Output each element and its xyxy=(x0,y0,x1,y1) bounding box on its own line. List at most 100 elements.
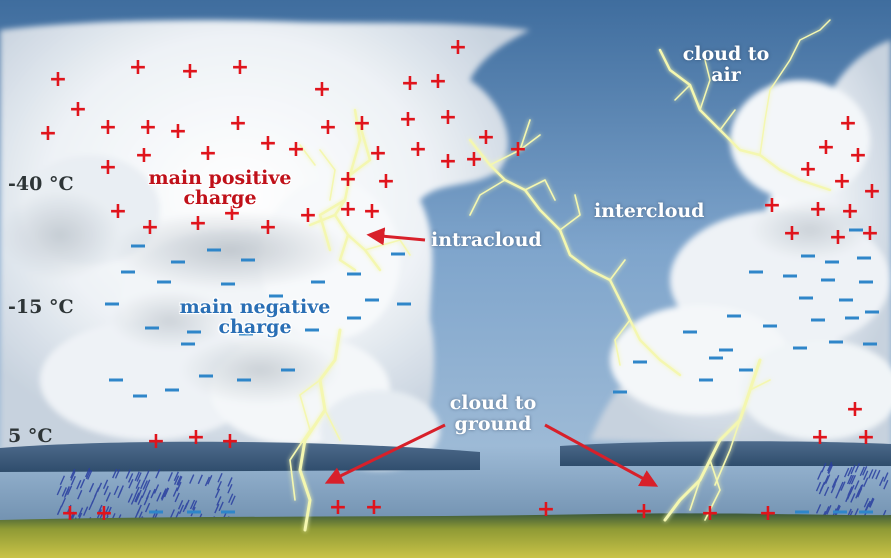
right-cloud-base xyxy=(560,441,891,466)
cloud-to-air-label-line2: air xyxy=(711,64,741,86)
positive-charge-symbol: + xyxy=(509,137,527,162)
rain-streak xyxy=(83,506,89,516)
rain-streak xyxy=(825,474,831,484)
cloud-to-air-lightning xyxy=(658,48,832,192)
negative-charge-symbol xyxy=(347,272,361,276)
positive-charge-symbol: + xyxy=(763,193,781,218)
rain-streak xyxy=(875,469,881,480)
positive-charge-symbol: + xyxy=(139,115,157,140)
negative-charge-symbol xyxy=(391,252,405,256)
negative-charge-symbol xyxy=(171,260,185,264)
negative-charge-symbol xyxy=(829,340,843,344)
rain-streak xyxy=(204,476,211,487)
negative-charge-symbol xyxy=(145,326,159,330)
rain-streak xyxy=(862,466,868,476)
negative-charge-symbol xyxy=(613,390,627,394)
negative-charge-symbol xyxy=(811,318,825,322)
positive-charge-symbol: + xyxy=(377,169,395,194)
rain-streak xyxy=(136,472,142,482)
positive-charge-symbol: + xyxy=(799,157,817,182)
negative-charge-symbol xyxy=(719,348,733,352)
negative-charge-symbol xyxy=(633,360,647,364)
temperature-label-minus-15: -15 °C xyxy=(8,296,74,318)
positive-charge-symbol: + xyxy=(829,225,847,250)
rain-streak xyxy=(834,474,840,485)
negative-charge-symbol xyxy=(863,342,877,346)
cloud-to-ground-lightning-right xyxy=(663,358,762,522)
positive-charge-symbol: + xyxy=(701,501,719,526)
rain-streak xyxy=(830,483,836,494)
rain-streak xyxy=(854,480,860,490)
rain-streak xyxy=(826,504,832,515)
rain-streak xyxy=(163,487,170,498)
negative-charge-symbol xyxy=(199,374,213,378)
rain-streak xyxy=(844,467,850,478)
positive-charge-symbol: + xyxy=(329,495,347,520)
rain-streak xyxy=(127,493,134,503)
negative-charge-symbol xyxy=(187,510,201,514)
main-positive-charge-label-line1: main positive xyxy=(148,167,292,189)
rain-streak xyxy=(207,474,213,485)
rain-streak xyxy=(827,463,833,474)
positive-charge-symbol: + xyxy=(61,501,79,526)
rain-streak xyxy=(84,467,91,478)
positive-charge-symbol: + xyxy=(99,115,117,140)
rain-streak xyxy=(70,468,76,479)
positive-charge-symbol: + xyxy=(861,221,879,246)
negative-charge-symbol xyxy=(793,346,807,350)
rain-streak xyxy=(127,473,134,483)
main-positive-charge-label-line2: charge xyxy=(183,187,257,209)
rain-streak xyxy=(849,484,855,495)
cloud-to-air-label: cloud to air xyxy=(676,44,776,86)
rain-streak xyxy=(176,481,182,492)
negative-charge-symbol xyxy=(221,510,235,514)
negative-charge-symbol xyxy=(821,278,835,282)
rain-streak xyxy=(850,474,857,485)
positive-charge-symbol: + xyxy=(69,97,87,122)
rain-streak xyxy=(847,466,853,477)
positive-charge-symbol: + xyxy=(849,143,867,168)
rain-streak xyxy=(228,493,234,504)
rain-streak xyxy=(59,475,66,486)
rain-streak xyxy=(130,495,137,505)
rain-streak xyxy=(173,471,179,482)
negative-charge-symbol xyxy=(845,316,859,320)
rain-streak xyxy=(218,501,224,512)
rain-streak xyxy=(173,475,180,485)
label-arrows xyxy=(324,227,659,487)
intracloud-arrow xyxy=(366,227,426,246)
main-positive-charge-label: main positive charge xyxy=(125,168,315,208)
rain-streak xyxy=(847,474,853,485)
rain-streak xyxy=(863,477,869,488)
positive-charge-symbol: + xyxy=(287,137,305,162)
rain-streak xyxy=(125,469,131,479)
positive-charge-symbol: + xyxy=(99,155,117,180)
positive-charge-symbol: + xyxy=(313,77,331,102)
cloud-to-ground-label-line2: ground xyxy=(454,413,532,435)
negative-charge-symbol xyxy=(221,282,235,286)
positive-charge-symbol: + xyxy=(365,495,383,520)
positive-charge-symbol: + xyxy=(817,135,835,160)
positive-charge-symbol: + xyxy=(199,141,217,166)
rain-streak xyxy=(145,479,151,490)
rain-streak xyxy=(167,472,173,482)
rain-streak xyxy=(60,497,66,508)
positive-charge-symbol: + xyxy=(187,425,205,450)
cloud-to-ground-lightning-left xyxy=(298,328,342,532)
negative-charge-symbol xyxy=(683,330,697,334)
positive-charge-symbol: + xyxy=(449,35,467,60)
negative-charge-symbol xyxy=(749,270,763,274)
rain-streak xyxy=(145,489,152,500)
rain-streak xyxy=(174,492,180,503)
rain-streak xyxy=(97,504,103,515)
negative-charge-symbol xyxy=(207,248,221,252)
rain-streak xyxy=(827,461,833,472)
charge-symbols: ++++++++++++++++++++++++++++++++++++++++… xyxy=(39,35,881,526)
rain-streak xyxy=(142,480,148,490)
positive-charge-symbol: + xyxy=(39,121,57,146)
rain-streak xyxy=(88,482,95,493)
rain-streak xyxy=(102,479,109,490)
rain-streak xyxy=(230,495,236,506)
rain-streak xyxy=(214,488,221,499)
negative-charge-symbol xyxy=(865,310,879,314)
